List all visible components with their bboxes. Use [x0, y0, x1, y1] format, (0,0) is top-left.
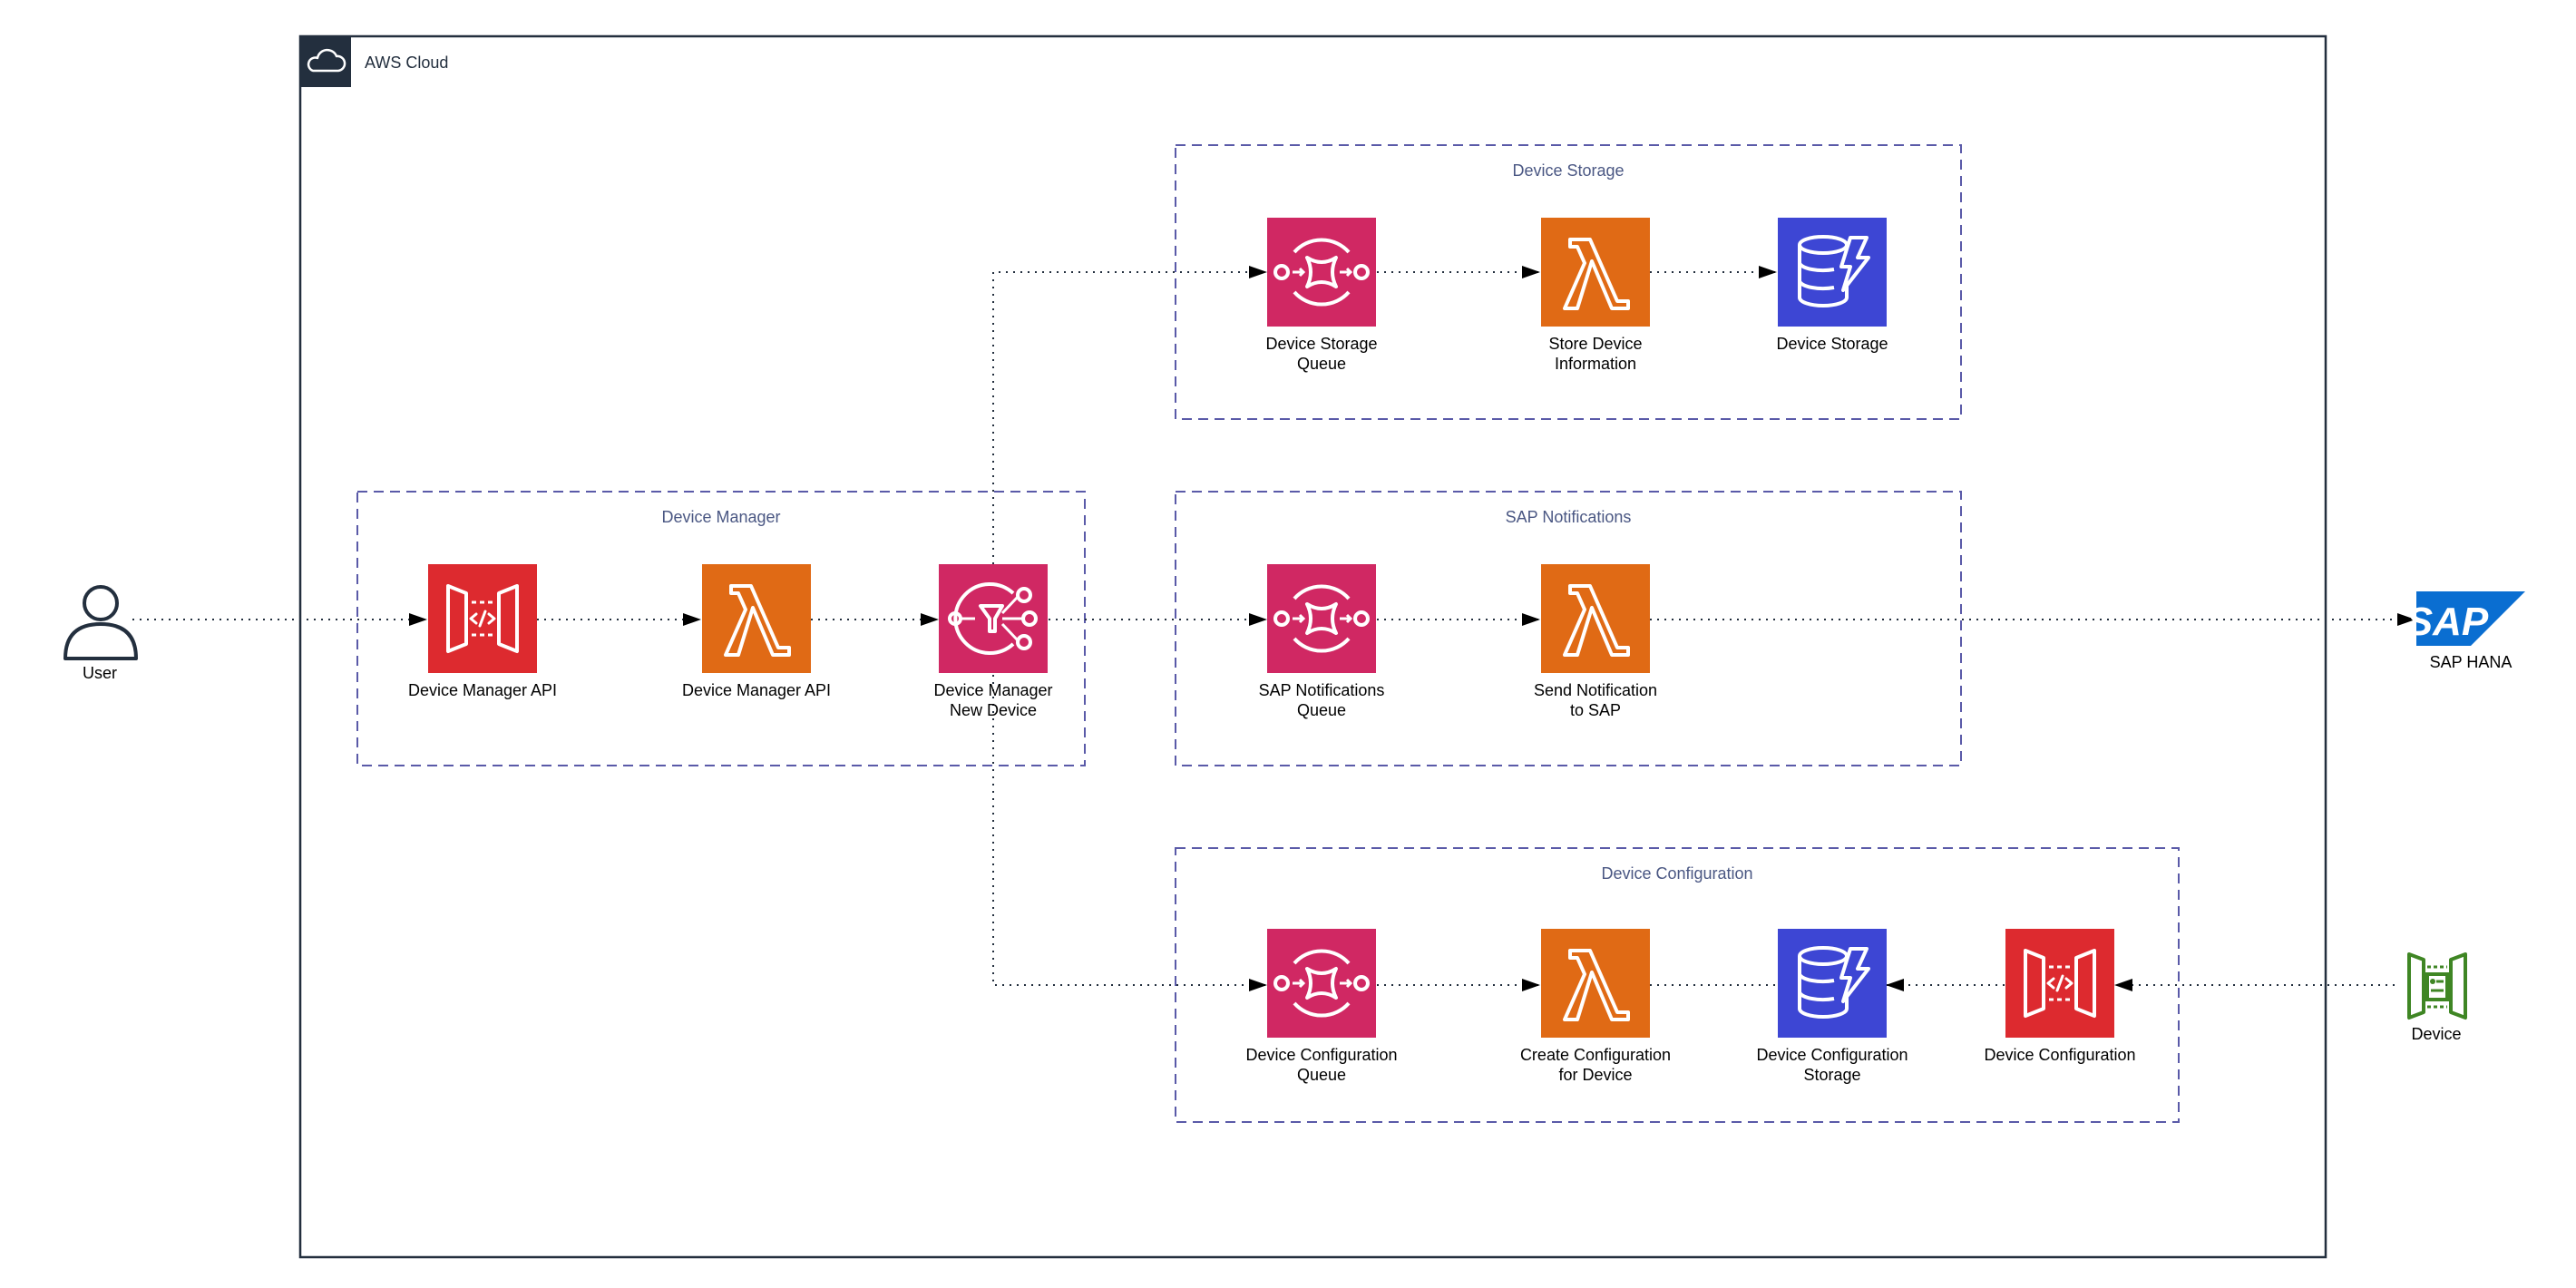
device-storage-border — [1175, 144, 1962, 420]
device-node: Device — [2407, 952, 2467, 1043]
cfg-storage-label-line1: Device Configuration — [1756, 1046, 1908, 1064]
store-info-label-line1: Store Device — [1548, 335, 1642, 353]
dm-new-device-label-line1: Device Manager — [933, 681, 1052, 699]
lambda-icon — [1541, 564, 1650, 673]
api-gateway-icon — [428, 564, 537, 673]
device-storage-group-title: Device Storage — [1512, 161, 1624, 180]
storage-db-label: Device Storage — [1776, 335, 1888, 353]
sap-queue-label-line1: SAP Notifications — [1259, 681, 1385, 699]
user-label: User — [83, 664, 117, 682]
sap-logo-text: SAP — [2406, 600, 2489, 644]
sqs-queue-icon — [1267, 564, 1376, 673]
device-configuration-group-title: Device Configuration — [1601, 864, 1752, 883]
device-configuration-group: Device Configuration — [1175, 847, 2180, 1123]
device-manager-group-title: Device Manager — [661, 508, 780, 526]
sap-queue-label-line2: Queue — [1297, 701, 1346, 719]
send-sap-node: Send Notification to SAP — [1534, 564, 1657, 719]
sns-topic-icon — [939, 564, 1048, 673]
lambda-icon — [1541, 929, 1650, 1038]
cfg-api-node: Device Configuration — [1984, 929, 2136, 1064]
api-gateway-icon — [2005, 929, 2114, 1038]
cfg-queue-label-line1: Device Configuration — [1245, 1046, 1397, 1064]
cfg-storage-node: Device Configuration Storage — [1756, 929, 1908, 1084]
cfg-storage-label-line2: Storage — [1803, 1066, 1860, 1084]
cfg-create-label-line2: for Device — [1558, 1066, 1632, 1084]
aws-cloud-group: AWS Cloud — [298, 34, 2327, 1259]
dm-api-lambda-label: Device Manager API — [682, 681, 831, 699]
sap-notifications-group: SAP Notifications — [1175, 491, 1962, 766]
iot-device-icon — [2407, 952, 2467, 1020]
dynamodb-icon — [1778, 218, 1887, 327]
cfg-create-node: Create Configuration for Device — [1520, 929, 1671, 1084]
storage-db-node: Device Storage — [1776, 218, 1888, 353]
sqs-queue-icon — [1267, 218, 1376, 327]
cfg-api-label: Device Configuration — [1984, 1046, 2135, 1064]
dynamodb-icon — [1778, 929, 1887, 1038]
send-sap-label-line1: Send Notification — [1534, 681, 1657, 699]
device-manager-group: Device Manager — [356, 491, 1086, 766]
cfg-queue-node: Device Configuration Queue — [1245, 929, 1398, 1084]
dm-api-lambda-node: Device Manager API — [682, 564, 831, 699]
device-label: Device — [2411, 1025, 2461, 1043]
sap-logo-icon: SAP — [2406, 591, 2525, 646]
aws-cloud-title: AWS Cloud — [365, 54, 448, 72]
device-manager-border — [356, 491, 1086, 766]
user-icon — [63, 585, 138, 660]
storage-queue-label-line2: Queue — [1297, 355, 1346, 373]
storage-queue-label-line1: Device Storage — [1265, 335, 1377, 353]
device-storage-group: Device Storage — [1175, 144, 1962, 420]
dm-new-device-node: Device Manager New Device — [933, 564, 1053, 719]
dm-api-gateway-node: Device Manager API — [408, 564, 557, 699]
edge-sns-to-config-queue — [992, 675, 1267, 991]
store-info-label-line2: Information — [1555, 355, 1636, 373]
aws-cloud-border — [298, 34, 2327, 1259]
cloud-icon — [300, 36, 351, 87]
dm-api-gateway-label: Device Manager API — [408, 681, 557, 699]
sap-notifications-border — [1175, 491, 1962, 766]
cfg-queue-label-line2: Queue — [1297, 1066, 1346, 1084]
storage-queue-node: Device Storage Queue — [1265, 218, 1378, 373]
user-node: User — [63, 585, 138, 682]
lambda-icon — [702, 564, 811, 673]
send-sap-label-line2: to SAP — [1570, 701, 1621, 719]
cfg-create-label-line1: Create Configuration — [1520, 1046, 1671, 1064]
sap-hana-label: SAP HANA — [2430, 653, 2513, 671]
sap-notifications-group-title: SAP Notifications — [1506, 508, 1632, 526]
sap-queue-node: SAP Notifications Queue — [1259, 564, 1385, 719]
store-info-node: Store Device Information — [1541, 218, 1650, 373]
device-configuration-border — [1175, 847, 2180, 1123]
lambda-icon — [1541, 218, 1650, 327]
sqs-queue-icon — [1267, 929, 1376, 1038]
edge-sns-to-storage-queue — [992, 266, 1267, 564]
dm-new-device-label-line2: New Device — [950, 701, 1037, 719]
sap-hana-node: SAP SAP HANA — [2406, 591, 2525, 671]
